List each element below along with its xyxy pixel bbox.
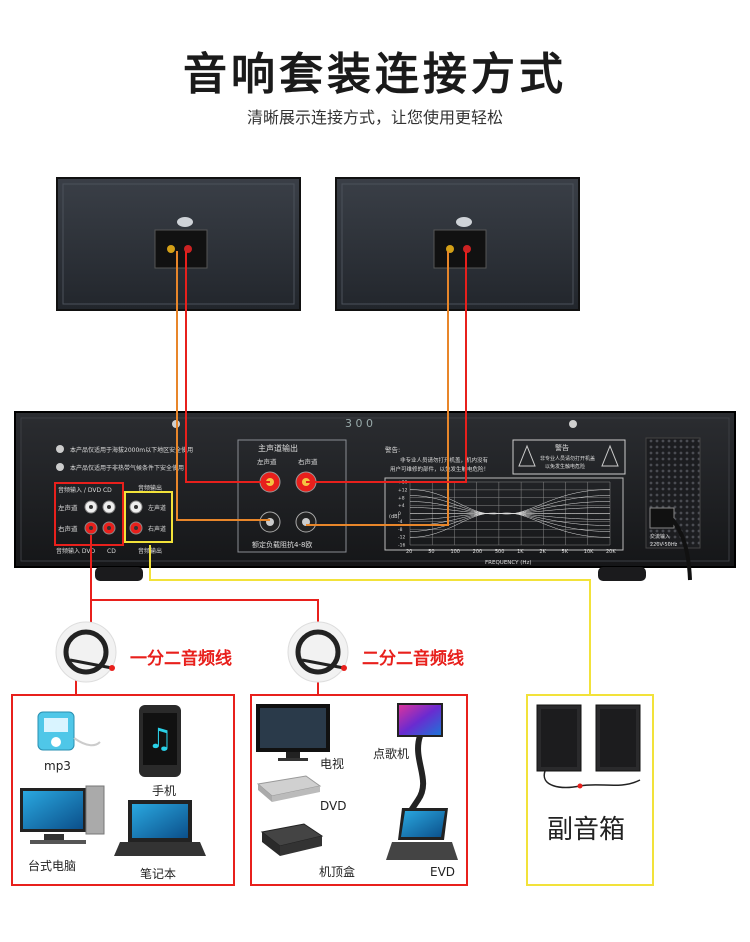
cable-coil-1: [55, 621, 117, 683]
ktv-machine-icon: [397, 703, 443, 815]
warning-text-1: 非专业人员请勿打开机盖，机内没有: [400, 456, 489, 464]
eq-db-tick-label: -12: [398, 535, 405, 541]
laptop-icon: [114, 800, 206, 856]
tv-icon: [256, 704, 330, 761]
caution-label: 警告 非专业人员请勿打开机盖 以免发生触电危险: [512, 439, 626, 475]
evd-player-icon: [386, 808, 458, 860]
eq-db-tick-label: +12: [398, 487, 408, 493]
device-label-set-top-box: 机顶盒: [319, 864, 355, 879]
speaker-left: [56, 177, 301, 311]
sub-speaker-left: [536, 704, 582, 772]
cable-label-2: 二分二音频线: [362, 648, 464, 669]
page-title: 音响套装连接方式: [183, 49, 567, 100]
mp3-icon: [37, 711, 101, 751]
dvd-player-icon: [256, 775, 322, 802]
speaker-cables: [176, 251, 467, 526]
main-left-label: 左声道: [257, 457, 277, 466]
foot-left: [95, 567, 143, 581]
device-label-mp3: mp3: [44, 759, 71, 773]
amplifier-display: 3 0 0: [345, 417, 373, 430]
eq-db-tick-label: +8: [398, 495, 405, 501]
eq-tick-label: 20K: [606, 549, 616, 555]
source-box-home: [250, 694, 468, 886]
device-label-evd: EVD: [430, 865, 455, 879]
device-label-tv: 电视: [320, 756, 344, 771]
main-right-label: 右声道: [298, 457, 318, 466]
eq-db-label: (dB): [389, 514, 400, 520]
notice-line-2: 本产品仅适用于非热带气候条件下安全使用: [70, 464, 184, 472]
main-output-title: 主声道输出: [258, 443, 298, 453]
input-footer-1: 音频输入 DVD: [56, 547, 96, 555]
power-label-1: 交流输入: [650, 533, 670, 540]
sub-speaker-right: [595, 704, 641, 772]
subwoofer-label: 副音箱: [547, 815, 625, 845]
device-label-desktop: 台式电脑: [28, 858, 76, 873]
eq-tick-label: 1K: [517, 549, 524, 555]
warning-text-2: 用户可维修的部件，以免发生触电危险！: [390, 465, 489, 473]
amplifier-rear-panel: 3 0 0 本产品仅适用于海拔2000m以下地区安全使用 本产品仅适用于非热带气…: [14, 411, 736, 581]
device-label-ktv: 点歌机: [373, 746, 409, 761]
desktop-computer-icon: [20, 785, 105, 844]
eq-tick-label: 5K: [562, 549, 569, 555]
input-header: 音频输入 / DVD CD: [58, 486, 112, 494]
eq-tick-label: 500: [495, 549, 505, 555]
caution-text-2: 以免发生触电危险: [545, 463, 585, 470]
eq-db-tick-label: 0: [398, 511, 401, 517]
eq-db-tick-label: +4: [398, 503, 405, 509]
input-footer-2: CD: [107, 548, 116, 555]
caution-text-1: 非专业人员请勿打开机盖: [540, 455, 595, 462]
eq-tick-label: 100: [450, 549, 460, 555]
eq-graph: (dB) FREQUENCY (Hz) 20 50 100 200 500 1K 2K 5K 1…: [384, 477, 624, 566]
foot-right: [598, 567, 646, 581]
device-label-dvd: DVD: [320, 799, 346, 813]
eq-axis-label: FREQUENCY (Hz): [485, 560, 532, 566]
eq-tick-label: 50: [428, 549, 434, 555]
subwoofer-box: [526, 694, 654, 886]
set-top-box-icon: [260, 823, 324, 856]
output-header: 音频输出: [138, 484, 162, 492]
cable-label-1: 一分二音频线: [130, 648, 232, 669]
speaker-right: [335, 177, 580, 311]
eq-db-tick-label: -16: [398, 543, 405, 549]
source-box-portable: [11, 694, 235, 886]
eq-tick-label: 2K: [539, 549, 546, 555]
device-label-phone: 手机: [152, 784, 176, 798]
svg-text:♫: ♫: [147, 722, 172, 755]
phone-icon: ♫: [139, 705, 181, 777]
output-right-label: 右声道: [148, 525, 166, 533]
page-subtitle: 清晰展示连接方式，让您使用更轻松: [246, 108, 503, 127]
caution-title: 警告: [555, 443, 569, 452]
input-right-label: 右声道: [58, 524, 78, 533]
eq-db-tick-label: -8: [398, 527, 403, 533]
impedance-label: 额定负载阻抗4-8欧: [252, 540, 312, 549]
eq-db-tick-label: -4: [398, 519, 403, 525]
main-output-panel: 主声道输出 左声道 右声道 额定负载阻抗4-8欧: [237, 439, 347, 553]
input-left-label: 左声道: [58, 503, 78, 512]
eq-curve: [409, 489, 611, 538]
warning-title: 警告:: [385, 445, 400, 454]
power-label-2: 220V-50Hz: [650, 542, 678, 548]
notice-line-1: 本产品仅适用于海拔2000m以下地区安全使用: [70, 446, 193, 454]
signal-cables: [75, 535, 591, 695]
power-section: 交流输入 220V-50Hz: [645, 437, 701, 581]
device-label-laptop: 笔记本: [140, 866, 176, 881]
eq-tick-label: 10K: [584, 549, 594, 555]
eq-tick-label: 200: [473, 549, 483, 555]
audio-input-panel: 音频输入 / DVD CD 左声道 右声道 音频输入 DVD CD: [54, 482, 124, 555]
sub-speaker-cable: [543, 770, 641, 789]
cable-coil-2: [287, 621, 349, 683]
eq-tick-label: 20: [406, 549, 412, 555]
output-left-label: 左声道: [148, 504, 166, 512]
